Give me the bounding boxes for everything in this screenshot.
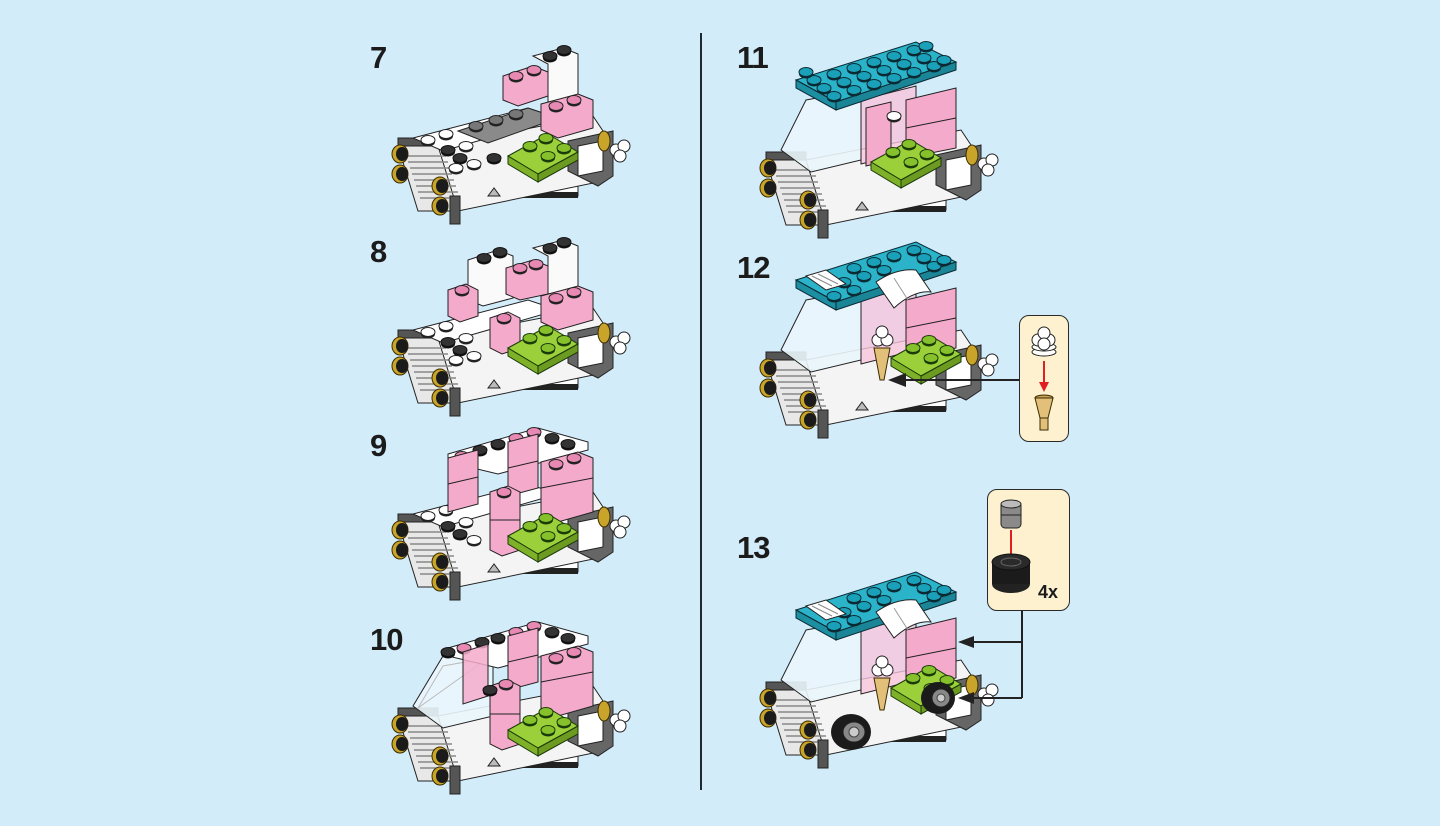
- step-12-callout: [1019, 315, 1069, 442]
- step-8-model: [398, 237, 628, 418]
- quantity-label: 4x: [1038, 582, 1059, 602]
- wheel-front-icon: [831, 714, 871, 750]
- step-13-arrows: [958, 608, 1023, 704]
- step-13-model: [766, 570, 996, 760]
- column-divider: [700, 33, 702, 790]
- step-12-model: [766, 240, 996, 430]
- step-number-13: 13: [737, 530, 770, 565]
- wheel-rim-icon: [1000, 499, 1022, 529]
- step-12-arrow: [888, 373, 1021, 387]
- cone-icon: [1034, 394, 1054, 431]
- step-13-callout: 4x: [987, 489, 1070, 611]
- step-number-12: 12: [737, 250, 770, 285]
- step-number-11: 11: [737, 40, 769, 75]
- step-number-7: 7: [370, 40, 387, 75]
- step-9-model: [398, 422, 628, 602]
- step-7-model: [398, 45, 628, 226]
- ice-cream-scoop-icon: [1031, 326, 1057, 357]
- step-number-9: 9: [370, 428, 387, 463]
- step-10-model: [398, 616, 628, 796]
- wheel-rear-icon: [921, 682, 955, 714]
- step-number-8: 8: [370, 234, 387, 269]
- step-number-10: 10: [370, 622, 403, 657]
- tire-icon: [991, 553, 1031, 593]
- step-11-model: [766, 40, 996, 230]
